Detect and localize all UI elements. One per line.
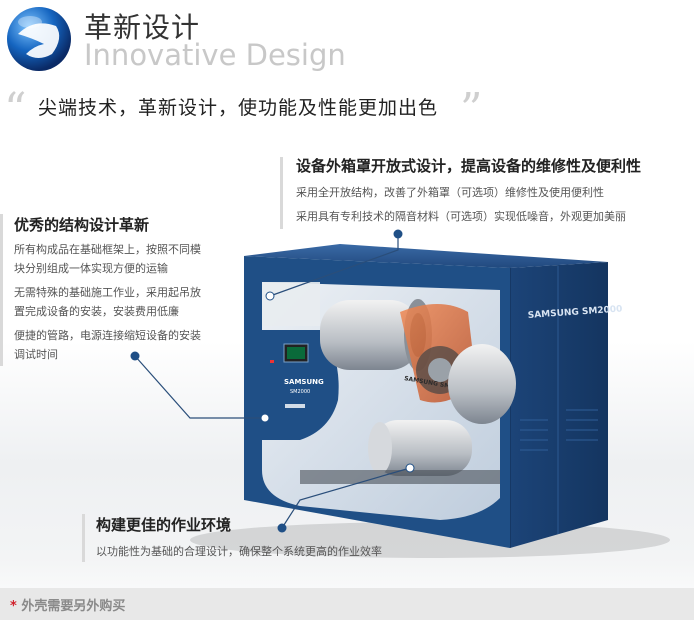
panel-model-label: SM2000 [290, 389, 310, 395]
divider [0, 214, 3, 366]
close-quote-icon: ” [460, 84, 483, 135]
feature-structure-title: 优秀的结构设计革新 [14, 216, 150, 234]
page-subtitle: Innovative Design [84, 38, 346, 72]
feature-cover-title: 设备外箱罩开放式设计，提高设备的维修性及便利性 [296, 157, 642, 175]
footer-note-text: 外壳需要另外购买 [21, 599, 126, 614]
asterisk-icon: * [10, 599, 17, 614]
page-title: 革新设计 [84, 11, 201, 44]
callout-dot-cover [393, 229, 403, 239]
callout-dot-environment [277, 523, 287, 533]
footer-bar: * 外壳需要另外购买 [0, 588, 694, 620]
footer-note: * 外壳需要另外购买 [10, 595, 125, 614]
globe-logo-icon [7, 7, 71, 71]
side-vent-grille [520, 409, 598, 451]
feature-cover-line: 采用具有专利技术的隔音材料（可选项）实现低噪音，外观更加美丽 [296, 210, 626, 223]
divider [280, 157, 283, 229]
divider [82, 514, 85, 562]
feature-environment-line: 以功能性为基础的合理设计，确保整个系统更高的作业效率 [96, 545, 382, 558]
feature-structure-line: 块分别组成一体实现方便的运输 [14, 262, 168, 275]
callout-dot-structure [130, 351, 140, 361]
feature-structure-line: 置完成设备的安装，安装费用低廉 [14, 305, 179, 318]
separator-tank [368, 420, 472, 476]
feature-structure-line: 调试时间 [14, 348, 58, 361]
panel-brand-label: SAMSUNG [284, 378, 324, 386]
slogan-text: 尖端技术，革新设计，使功能及性能更加出色 [38, 97, 439, 119]
feature-structure-line: 所有构成品在基础框架上，按照不同模 [14, 243, 201, 256]
feature-structure-line: 便捷的管路，电源连接缩短设备的安装 [14, 329, 201, 342]
feature-structure-line: 无需特殊的基础施工作业，采用起吊放 [14, 286, 201, 299]
open-quote-icon: “ [4, 84, 27, 135]
feature-cover-line: 采用全开放结构，改善了外箱罩（可选项）维修性及使用便利性 [296, 186, 604, 199]
feature-environment-title: 构建更佳的作业环境 [96, 516, 232, 534]
